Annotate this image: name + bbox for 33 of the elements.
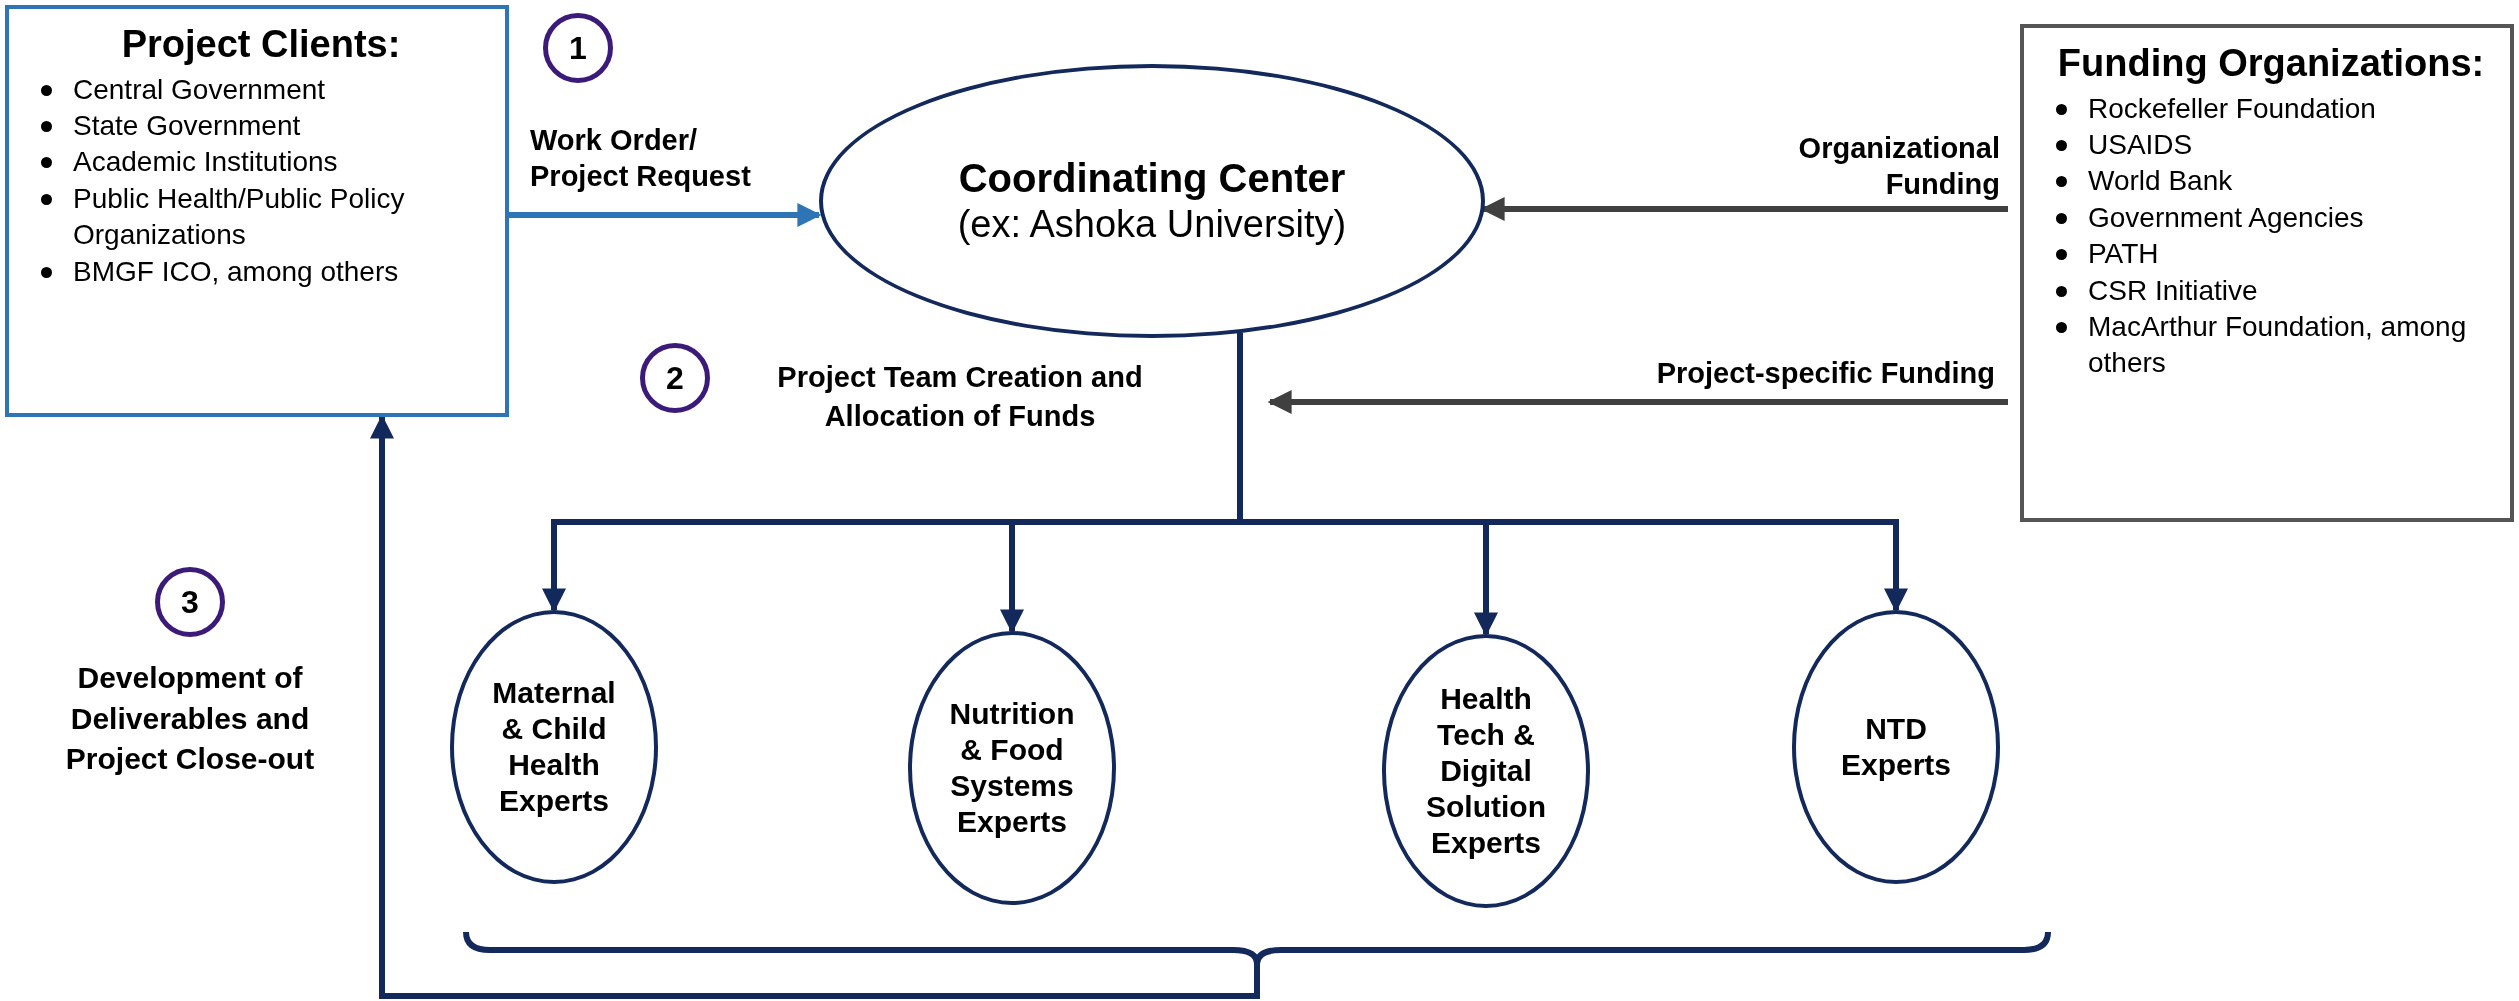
list-item: Public Health/Public Policy Organizations [73, 182, 405, 251]
arrow [509, 203, 822, 227]
list-item: BMGF ICO, among others [73, 255, 399, 287]
step-caption: Project Team Creation and Allocation of Funds [776, 360, 1144, 435]
expert-label: Nutrition & Food Systems Experts [948, 696, 1076, 840]
step-label: 3 [181, 583, 199, 621]
list-item: CSR Initiative [2088, 274, 2258, 306]
list-item: MacArthur Foundation, among others [2088, 310, 2467, 379]
center-title: Coordinating Center [958, 155, 1346, 203]
step-label: 1 [569, 29, 587, 67]
list-item: World Bank [2088, 165, 2233, 197]
expert-label: NTD Experts [1839, 711, 1953, 783]
box-heading: Funding Organizations: [2056, 42, 2486, 85]
funders-box [2020, 24, 2514, 522]
bracket [463, 929, 2051, 967]
list-item: Rockefeller Foundation [2088, 92, 2376, 124]
list-item: PATH [2088, 238, 2159, 270]
expert-label: Maternal & Child Health Experts [491, 675, 617, 819]
edge-label: Organizational Funding [1797, 131, 2000, 203]
list-item: State Government [73, 109, 301, 141]
expert-label: Health Tech & Digital Solution Experts [1425, 681, 1547, 861]
step-caption: Development of Deliverables and Project Close-out [64, 660, 316, 777]
clients-box [5, 5, 509, 417]
edge-label: Project-specific Funding [1655, 356, 1995, 391]
list-item: Central Government [73, 73, 326, 105]
center-subtitle: (ex: Ashoka University) [957, 202, 1347, 248]
list-item: USAIDS [2088, 128, 2193, 160]
list-item: Government Agencies [2088, 201, 2364, 233]
edge-label: Work Order/ Project Request [530, 123, 752, 195]
step-label: 2 [666, 359, 684, 397]
list-item: Academic Institutions [73, 146, 338, 178]
box-heading: Project Clients: [120, 23, 402, 66]
arrow [1267, 390, 2008, 414]
